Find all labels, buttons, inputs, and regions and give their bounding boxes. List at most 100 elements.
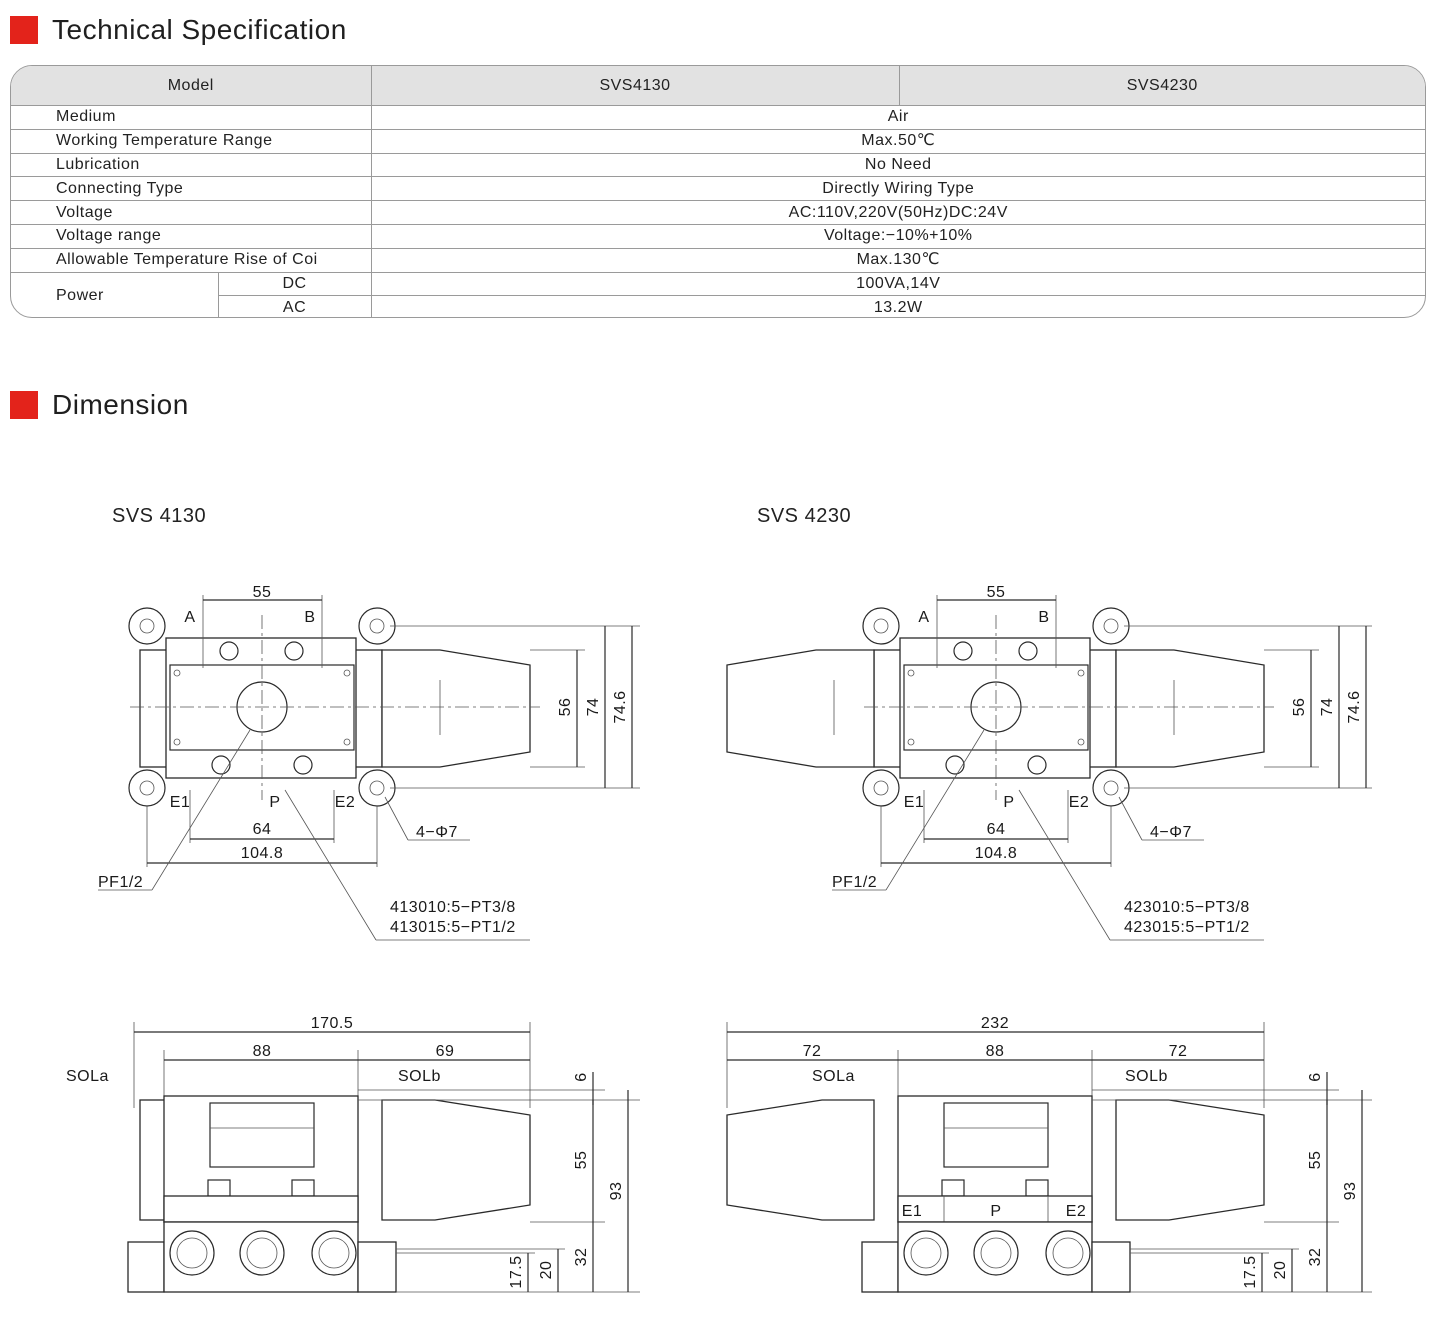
port-label-p: P xyxy=(1003,794,1014,811)
spec-row-power-ac: AC 13.2W xyxy=(11,295,1425,317)
dim-64: 64 xyxy=(253,821,272,838)
svs4230-side-view: 232 72 88 72 SOLa SOLb E1 P E2 6 xyxy=(726,1015,1372,1293)
spec-power-ac-label: AC xyxy=(218,295,372,317)
dim-55: 55 xyxy=(253,584,272,601)
dim-55: 55 xyxy=(1307,1151,1324,1170)
dim-32: 32 xyxy=(1307,1248,1324,1267)
svs4130-side-view: 170.5 88 69 SOLa SOLb 6 55 xyxy=(66,1015,640,1293)
spec-row: Voltage AC:110V,220V(50Hz)DC:24V xyxy=(11,200,1425,225)
header-svs4230: SVS4230 xyxy=(898,66,1425,106)
spec-row: Connecting Type Directly Wiring Type xyxy=(11,176,1425,202)
port-label-p: P xyxy=(269,794,280,811)
dim-74: 74 xyxy=(585,698,602,717)
spec-power-dc-label: DC xyxy=(217,271,372,297)
pf-label: PF1/2 xyxy=(98,874,143,891)
spec-table-container: Model SVS4130 SVS4230 Medium Air Working… xyxy=(10,65,1426,318)
spec-row-value: Directly Wiring Type xyxy=(370,176,1425,202)
port-label-a: A xyxy=(918,609,929,626)
dim-74: 74 xyxy=(1319,698,1336,717)
sola-label: SOLa xyxy=(812,1068,855,1085)
spec-section-title: Technical Specification xyxy=(52,14,347,45)
dim-170-5: 170.5 xyxy=(311,1015,354,1032)
dim-32: 32 xyxy=(573,1248,590,1267)
spec-row-value: Voltage:−10%+10% xyxy=(370,223,1425,249)
dim-74-6: 74.6 xyxy=(1346,690,1363,723)
dim-17-5: 17.5 xyxy=(1242,1255,1259,1288)
dim-55: 55 xyxy=(573,1151,590,1170)
spec-table: Model SVS4130 SVS4230 Medium Air Working… xyxy=(11,66,1425,317)
model-title-svs4130: SVS 4130 xyxy=(112,505,207,527)
dim-56: 56 xyxy=(1291,698,1308,717)
spec-row-value: AC:110V,220V(50Hz)DC:24V xyxy=(370,200,1425,225)
dim-56: 56 xyxy=(557,698,574,717)
dim-88: 88 xyxy=(253,1043,272,1060)
code-label-2: 423015:5−PT1/2 xyxy=(1124,919,1250,936)
port-label-e2: E2 xyxy=(1066,1203,1087,1220)
spec-row-label: Voltage xyxy=(11,200,372,225)
spec-header-row: Model SVS4130 SVS4230 xyxy=(11,66,1425,106)
spec-row: Allowable Temperature Rise of Coi Max.13… xyxy=(11,247,1425,273)
spec-power-ac-value: 13.2W xyxy=(370,295,1425,317)
dim-72-right: 72 xyxy=(1169,1043,1188,1060)
dim-104-8: 104.8 xyxy=(975,845,1018,862)
sola-label: SOLa xyxy=(66,1068,109,1085)
code-label-1: 413010:5−PT3/8 xyxy=(390,899,516,916)
solb-label: SOLb xyxy=(398,1068,441,1085)
dim-104-8: 104.8 xyxy=(241,845,284,862)
solb-label: SOLb xyxy=(1125,1068,1168,1085)
spec-row-label: Allowable Temperature Rise of Coi xyxy=(11,247,372,273)
port-label-e2: E2 xyxy=(335,794,356,811)
section-marker-icon xyxy=(10,391,38,419)
model-title-svs4230: SVS 4230 xyxy=(757,505,852,527)
spec-row: Lubrication No Need xyxy=(11,152,1425,178)
dim-88: 88 xyxy=(986,1043,1005,1060)
spec-row-label: Voltage range xyxy=(11,223,372,249)
header-svs4130: SVS4130 xyxy=(370,66,900,106)
port-label-b: B xyxy=(1038,609,1049,626)
spec-row-value: No Need xyxy=(370,152,1425,178)
section-marker-icon xyxy=(10,16,38,44)
port-label-p: P xyxy=(990,1203,1001,1220)
dim-74-6: 74.6 xyxy=(612,690,629,723)
dim-20: 20 xyxy=(1272,1261,1289,1280)
dim-232: 232 xyxy=(981,1015,1009,1032)
spec-row-power-dc: Power DC 100VA,14V xyxy=(11,271,1425,317)
dim-17-5: 17.5 xyxy=(508,1255,525,1288)
dim-64: 64 xyxy=(987,821,1006,838)
spec-section-header: Technical Specification xyxy=(10,14,347,46)
port-label-e1: E1 xyxy=(904,794,925,811)
mount-hole-label: 4−Φ7 xyxy=(416,824,458,841)
port-label-e1: E1 xyxy=(902,1203,923,1220)
dim-55: 55 xyxy=(987,584,1006,601)
code-label-1: 423010:5−PT3/8 xyxy=(1124,899,1250,916)
dim-93: 93 xyxy=(1342,1182,1359,1201)
port-label-b: B xyxy=(304,609,315,626)
code-label-2: 413015:5−PT1/2 xyxy=(390,919,516,936)
spec-row-value: Air xyxy=(370,105,1425,130)
svs4130-top-view: 55 A B 56 74 74.6 E1 P E2 64 104.8 4−Φ7 … xyxy=(98,584,640,941)
mount-hole-label: 4−Φ7 xyxy=(1150,824,1192,841)
spec-power-label: Power xyxy=(11,271,219,317)
port-label-a: A xyxy=(184,609,195,626)
port-label-e2: E2 xyxy=(1069,794,1090,811)
spec-row: Medium Air xyxy=(11,105,1425,130)
spec-row-label: Medium xyxy=(11,105,372,130)
spec-row-label: Working Temperature Range xyxy=(11,128,372,154)
header-model: Model xyxy=(11,66,372,106)
dim-69: 69 xyxy=(436,1043,455,1060)
spec-power-dc-value: 100VA,14V xyxy=(370,271,1425,297)
spec-row: Voltage range Voltage:−10%+10% xyxy=(11,223,1425,249)
dim-72-left: 72 xyxy=(803,1043,822,1060)
spec-row-value: Max.130℃ xyxy=(370,247,1425,273)
dim-93: 93 xyxy=(608,1182,625,1201)
port-label-e1: E1 xyxy=(170,794,191,811)
dimension-section-title: Dimension xyxy=(52,389,189,420)
spec-row: Working Temperature Range Max.50℃ xyxy=(11,128,1425,154)
spec-row-value: Max.50℃ xyxy=(370,128,1425,154)
dim-6: 6 xyxy=(1307,1072,1324,1081)
spec-row-label: Lubrication xyxy=(11,152,372,178)
dimension-section-header: Dimension xyxy=(10,389,189,421)
svs4230-top-view: 55 A B 56 74 74.6 E1 P E2 64 104.8 4−Φ7 … xyxy=(726,584,1372,941)
spec-row-label: Connecting Type xyxy=(11,176,372,202)
dimension-drawings: 55 A B 56 74 74.6 E1 P E2 64 104.8 4−Φ7 … xyxy=(66,584,1372,1293)
